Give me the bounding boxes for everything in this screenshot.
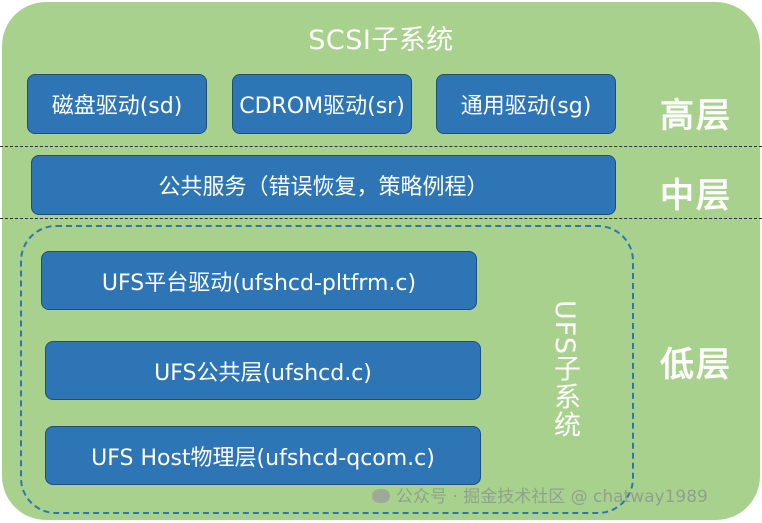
watermark-text: 公众号 · 掘金技术社区 @ chatway1989 [396, 487, 708, 507]
wechat-icon [372, 489, 390, 503]
divider-high-mid [0, 146, 762, 147]
sg-driver-box: 通用驱动(sg) [436, 74, 616, 134]
sd-driver-box: 磁盘驱动(sd) [27, 74, 207, 134]
watermark: 公众号 · 掘金技术社区 @ chatway1989 [372, 482, 708, 507]
common-services-box: 公共服务（错误恢复，策略例程） [31, 155, 616, 215]
sr-driver-box: CDROM驱动(sr) [232, 74, 412, 134]
layer-label-high: 高层 [660, 96, 732, 136]
ufs-platform-driver-box: UFS平台驱动(ufshcd-pltfrm.c) [41, 251, 477, 310]
layer-label-mid: 中层 [660, 176, 732, 216]
diagram-title: SCSI子系统 [308, 25, 454, 56]
divider-mid-low [0, 218, 762, 219]
ufs-common-layer-box: UFS公共层(ufshcd.c) [45, 341, 481, 400]
layer-label-low: 低层 [660, 345, 732, 385]
ufs-host-phy-layer-box: UFS Host物理层(ufshcd-qcom.c) [45, 426, 481, 485]
ufs-subsystem-group [20, 225, 634, 514]
ufs-subsystem-label: UFS子系统 [549, 300, 580, 439]
